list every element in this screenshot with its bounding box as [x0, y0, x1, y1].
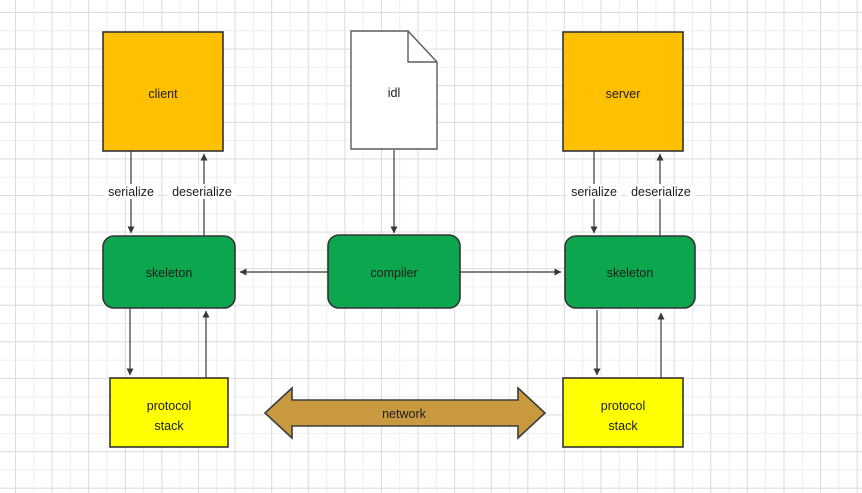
skeleton-right-box[interactable] [564, 235, 696, 309]
protocol-stack-right-node[interactable]: protocol stack [562, 377, 684, 448]
protocol-stack-left-node[interactable]: protocol stack [109, 377, 229, 448]
client-node[interactable]: client [102, 31, 224, 152]
server-node[interactable]: server [562, 31, 684, 152]
protocol-stack-right-label-line1: protocol [601, 399, 645, 413]
deserialize-right-label: deserialize [631, 185, 691, 199]
deserialize-left-label: deserialize [172, 185, 232, 199]
protocol-stack-left-box[interactable] [109, 377, 229, 448]
skeleton-right-node[interactable]: skeleton [564, 235, 696, 309]
edge-label-serialize-left: serialize [104, 184, 158, 199]
protocol-stack-right-label-line2: stack [608, 419, 638, 433]
client-box[interactable] [102, 31, 224, 152]
protocol-stack-left-label-line1: protocol [147, 399, 191, 413]
idl-document-shape[interactable] [350, 30, 438, 150]
serialize-left-label: serialize [108, 185, 154, 199]
edge-label-deserialize-right: deserialize [627, 184, 695, 199]
skeleton-right-label: skeleton [607, 266, 654, 280]
serialize-right-label: serialize [571, 185, 617, 199]
skeleton-left-label: skeleton [146, 266, 193, 280]
network-label: network [382, 407, 427, 421]
idl-folded-corner [407, 31, 437, 63]
compiler-box[interactable] [327, 234, 461, 309]
protocol-stack-right-box[interactable] [562, 377, 684, 448]
skeleton-left-node[interactable]: skeleton [102, 235, 236, 309]
label-background [168, 184, 236, 199]
label-background [567, 184, 621, 199]
protocol-stack-left-label-line2: stack [154, 419, 184, 433]
server-box[interactable] [562, 31, 684, 152]
client-label: client [148, 87, 178, 101]
edge-label-deserialize-left: deserialize [168, 184, 236, 199]
idl-node[interactable]: idl [350, 30, 438, 150]
network-arrow[interactable]: network [263, 386, 547, 440]
skeleton-left-box[interactable] [102, 235, 236, 309]
edge-label-serialize-right: serialize [567, 184, 621, 199]
compiler-label: compiler [370, 266, 417, 280]
compiler-node[interactable]: compiler [327, 234, 461, 309]
idl-label: idl [388, 86, 401, 100]
network-double-arrow-shape[interactable] [263, 386, 547, 440]
server-label: server [606, 87, 641, 101]
label-background [104, 184, 158, 199]
label-background [627, 184, 695, 199]
